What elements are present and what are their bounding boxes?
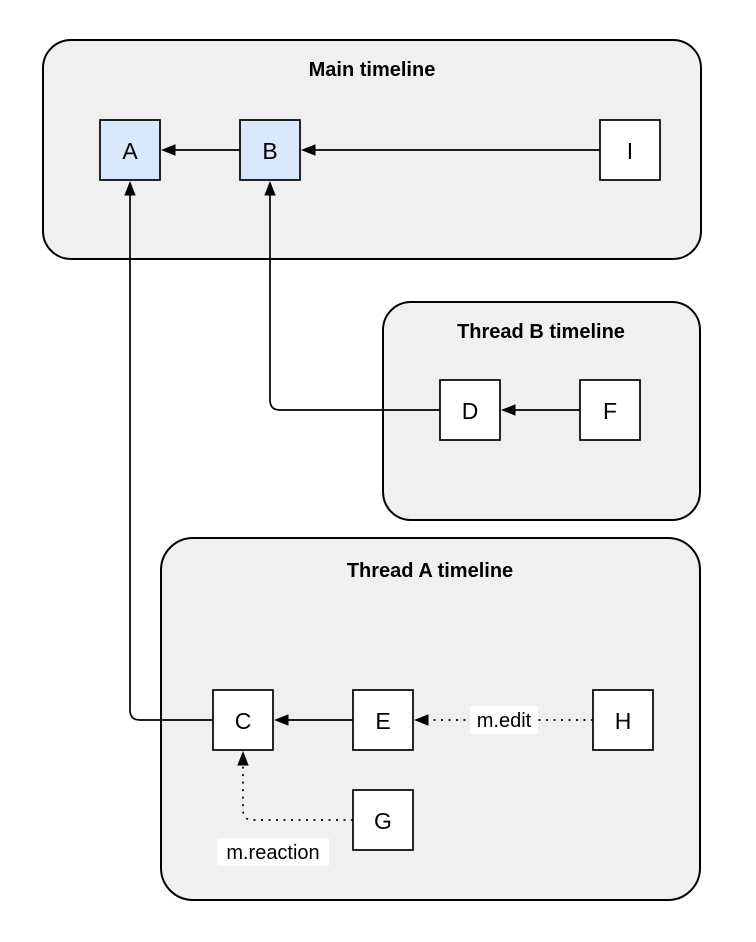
edge-h-to-e-label: m.edit xyxy=(477,710,532,732)
node-g-label: G xyxy=(374,808,392,834)
node-g-box xyxy=(352,789,414,851)
node-d: D xyxy=(439,379,501,441)
node-b: B xyxy=(239,119,301,181)
edge-e-to-c-arrowhead-icon xyxy=(274,714,289,726)
edge-c-to-a-arrowhead-icon xyxy=(124,181,136,196)
node-c: C xyxy=(212,689,274,751)
node-e-box xyxy=(352,689,414,751)
edge-i-to-b-arrowhead-icon xyxy=(301,144,316,156)
node-b-label: B xyxy=(262,138,277,164)
node-a-label: A xyxy=(122,138,138,164)
container-thread-a-timeline: Thread A timeline xyxy=(160,537,701,901)
node-a: A xyxy=(99,119,161,181)
edge-g-to-c-label: m.reaction xyxy=(226,842,319,864)
container-thread-b-timeline: Thread B timeline xyxy=(382,301,701,521)
edge-c-to-a xyxy=(124,181,213,721)
edge-h-to-e-label-bg xyxy=(470,706,538,734)
node-b-box xyxy=(239,119,301,181)
node-h-label: H xyxy=(615,708,632,734)
edge-b-to-a-arrowhead-icon xyxy=(161,144,176,156)
edge-i-to-b xyxy=(301,144,600,156)
edge-f-to-d xyxy=(501,404,580,416)
edge-g-to-c-arrowhead-icon xyxy=(237,751,249,766)
node-c-label: C xyxy=(235,708,252,734)
node-i-box xyxy=(599,119,661,181)
node-a-box xyxy=(99,119,161,181)
node-h: H xyxy=(592,689,654,751)
edge-c-to-a-line xyxy=(129,195,213,721)
edge-h-to-e: m.edit xyxy=(414,706,593,734)
container-thread-a-timeline-box xyxy=(160,537,701,901)
edge-b-to-a xyxy=(161,144,240,156)
node-i-label: I xyxy=(627,138,633,164)
edge-g-to-c-label-bg xyxy=(217,838,329,866)
edge-d-to-b-line xyxy=(269,195,440,411)
node-i: I xyxy=(599,119,661,181)
node-g: G xyxy=(352,789,414,851)
container-thread-b-timeline-box xyxy=(382,301,701,521)
node-e-label: E xyxy=(375,708,390,734)
edge-d-to-b-arrowhead-icon xyxy=(264,181,276,196)
node-d-label: D xyxy=(462,398,479,424)
edge-h-to-e-arrowhead-icon xyxy=(414,714,429,726)
node-h-box xyxy=(592,689,654,751)
container-thread-a-timeline-title: Thread A timeline xyxy=(347,560,513,582)
node-f-box xyxy=(579,379,641,441)
container-thread-b-timeline-title: Thread B timeline xyxy=(457,321,625,343)
container-main-timeline-title: Main timeline xyxy=(309,59,436,81)
node-e: E xyxy=(352,689,414,751)
edge-d-to-b xyxy=(264,181,440,411)
node-c-box xyxy=(212,689,274,751)
edge-e-to-c xyxy=(274,714,353,726)
edge-f-to-d-arrowhead-icon xyxy=(501,404,516,416)
node-d-box xyxy=(439,379,501,441)
node-f-label: F xyxy=(603,398,617,424)
edge-g-to-c: m.reaction xyxy=(217,751,353,866)
node-f: F xyxy=(579,379,641,441)
